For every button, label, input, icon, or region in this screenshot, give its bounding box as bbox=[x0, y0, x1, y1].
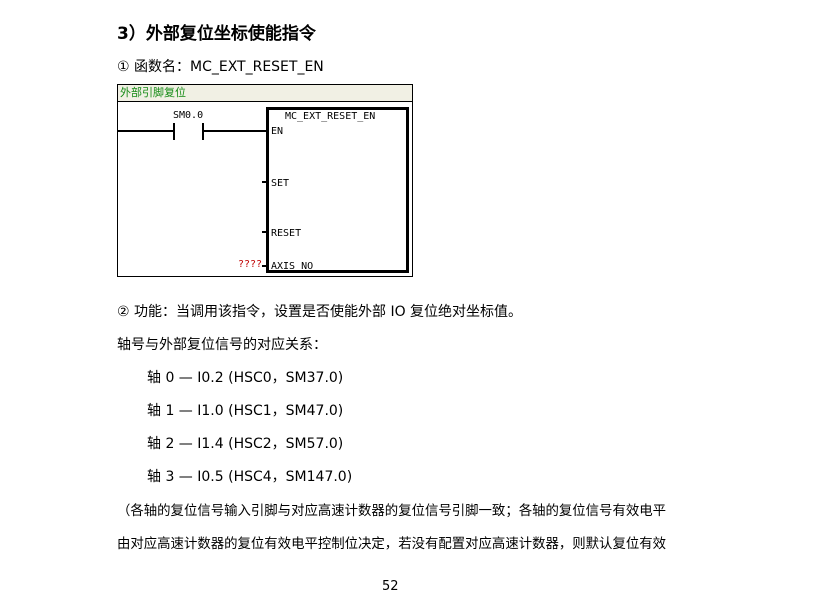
axis-value: ???? bbox=[238, 259, 263, 270]
rung-line bbox=[204, 130, 266, 132]
axis-mapping: 轴 3 — I0.5 (HSC4，SM147.0) bbox=[147, 469, 353, 485]
note-line: （各轴的复位信号输入引脚与对应高速计数器的复位信号引脚一致；各轴的复位信号有效电… bbox=[117, 504, 667, 519]
contact-right bbox=[202, 123, 204, 140]
pin-stub bbox=[262, 265, 266, 267]
block-name: MC_EXT_RESET_EN bbox=[285, 111, 376, 122]
function-block: MC_EXT_RESET_EN EN SET RESET AXIS_NO bbox=[266, 107, 409, 273]
relation-heading: 轴号与外部复位信号的对应关系： bbox=[117, 337, 327, 353]
pin-stub bbox=[262, 181, 266, 183]
function-line: ② 功能：当调用该指令，设置是否使能外部 IO 复位绝对坐标值。 bbox=[117, 304, 523, 320]
axis-mapping: 轴 2 — I1.4 (HSC2，SM57.0) bbox=[147, 436, 344, 452]
ladder-diagram: 外部引脚复位 SM0.0 MC_EXT_RESET_EN EN SET RESE… bbox=[117, 84, 413, 277]
pin-axis-no: AXIS_NO bbox=[271, 261, 314, 272]
note-line: 由对应高速计数器的复位有效电平控制位决定，若没有配置对应高速计数器，则默认复位有… bbox=[117, 537, 667, 552]
contact-left bbox=[173, 123, 175, 140]
diagram-header: 外部引脚复位 bbox=[118, 85, 412, 102]
page-number: 52 bbox=[382, 579, 399, 594]
axis-mapping: 轴 0 — I0.2 (HSC0，SM37.0) bbox=[147, 370, 344, 386]
pin-reset: RESET bbox=[271, 228, 302, 239]
pin-stub bbox=[262, 231, 266, 233]
contact-label: SM0.0 bbox=[173, 110, 204, 121]
function-name-line: ① 函数名：MC_EXT_RESET_EN bbox=[117, 59, 324, 75]
pin-en: EN bbox=[271, 126, 284, 137]
pin-set: SET bbox=[271, 178, 290, 189]
axis-mapping: 轴 1 — I1.0 (HSC1，SM47.0) bbox=[147, 403, 344, 419]
rung-line bbox=[118, 130, 173, 132]
section-title: 3）外部复位坐标使能指令 bbox=[117, 24, 316, 44]
